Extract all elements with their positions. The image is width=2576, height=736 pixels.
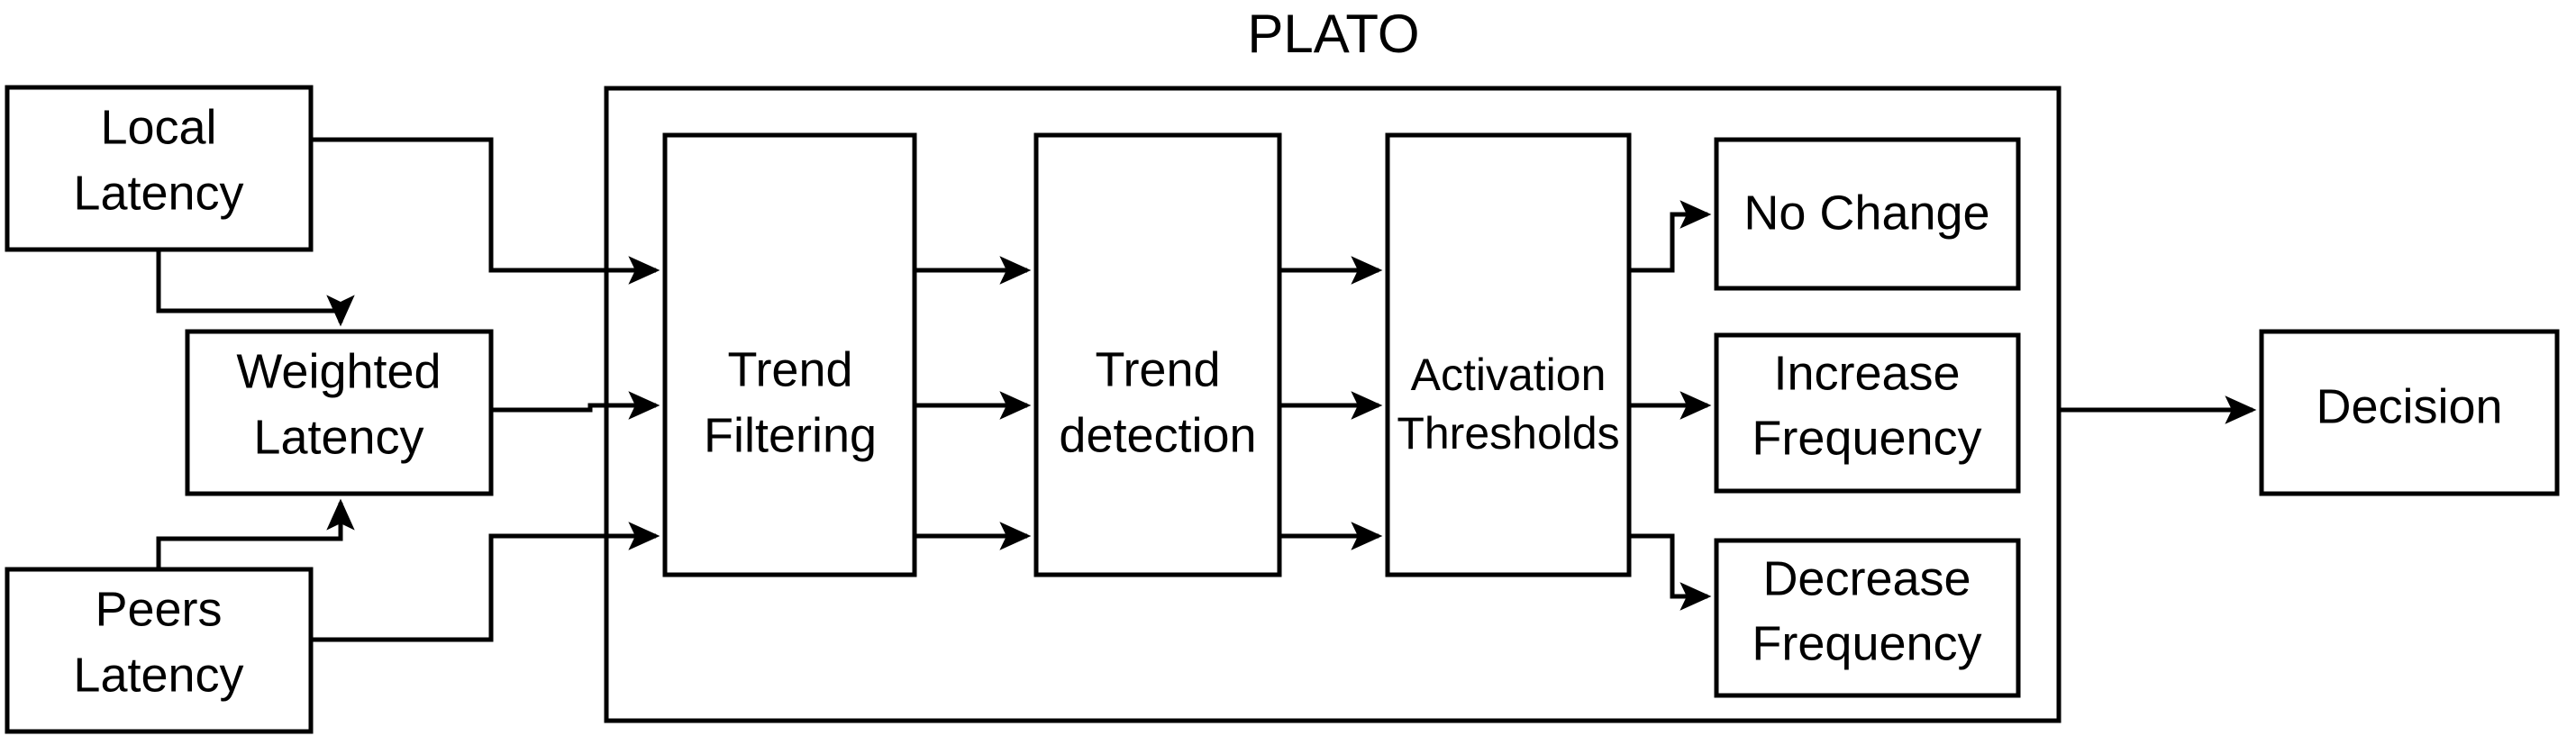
trend-filtering-box <box>662 132 917 577</box>
local-latency-label-line1: Local <box>100 100 216 154</box>
decrease-frequency-label-line2: Frequency <box>1752 616 1981 670</box>
activation-thresholds-label-line2: Thresholds <box>1397 408 1619 459</box>
activation-thresholds-label-line1: Activation <box>1411 350 1607 400</box>
peers-latency-label-line2: Latency <box>73 648 243 702</box>
connector-peers-to-trend-filtering <box>311 522 660 642</box>
increase-frequency-label-line2: Frequency <box>1752 411 1981 465</box>
activation-thresholds-box <box>1385 132 1632 577</box>
decision-box <box>2259 329 2560 496</box>
connector-local-to-weighted <box>156 250 355 327</box>
trend-detection-box <box>1033 132 1282 577</box>
decrease-frequency-label-line1: Decrease <box>1762 551 1971 605</box>
decision-label: Decision <box>2316 379 2502 433</box>
trend-filtering-label-line2: Filtering <box>704 408 877 462</box>
trend-filtering-label-line1: Trend <box>727 342 852 396</box>
no-change-box <box>1714 137 2021 291</box>
weighted-latency-label-line2: Latency <box>253 410 423 464</box>
increase-frequency-label-line1: Increase <box>1773 346 1960 400</box>
increase-frequency-box <box>1714 332 2021 494</box>
no-change-label: No Change <box>1743 186 1989 240</box>
connector-thresholds-to-decrease-frequency <box>1629 533 1712 611</box>
plato-group-title: PLATO <box>1247 4 1419 64</box>
trend-detection-label-line1: Trend <box>1095 342 1220 396</box>
local-latency-label-line2: Latency <box>73 166 243 220</box>
connector-local-to-trend-filtering <box>311 137 660 285</box>
connector-thresholds-to-no-change <box>1629 200 1712 273</box>
decrease-frequency-box <box>1714 538 2021 698</box>
weighted-latency-label-line1: Weighted <box>236 344 441 398</box>
connector-weighted-to-trend-filtering <box>491 391 660 420</box>
weighted-latency-box <box>185 329 494 496</box>
trend-detection-label-line2: detection <box>1059 408 1256 462</box>
connector-peers-to-weighted <box>156 498 355 569</box>
peers-latency-label-line1: Peers <box>95 582 222 636</box>
